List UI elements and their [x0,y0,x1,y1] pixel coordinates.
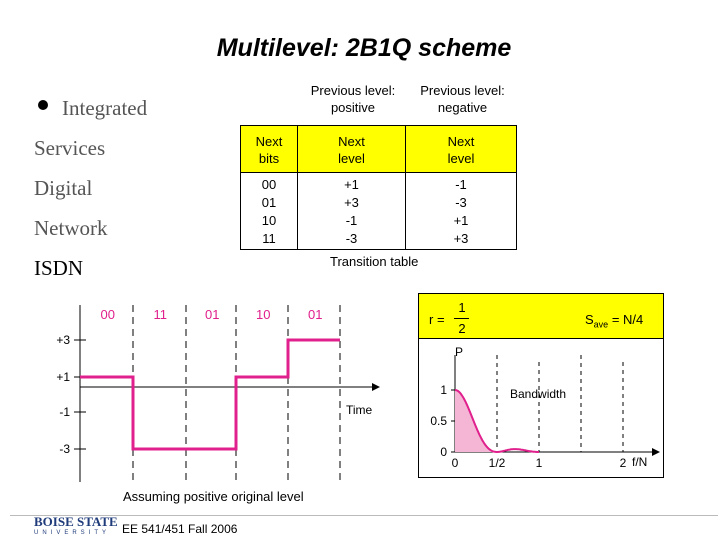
bandwidth-y-tick-label: 0 [440,445,447,459]
level-label: +3 [56,333,70,347]
time-axis-arrow [372,383,380,391]
bit-label: 10 [256,307,270,322]
level-label: +1 [56,370,70,384]
next-level-negative-header: Next level [447,134,475,166]
next-level-positive-header: Next level [338,134,365,166]
bandwidth-fill [455,390,497,452]
table-cell: -1 [455,177,467,192]
bandwidth-x-tick-label: 1/2 [489,456,506,470]
s-value: = N/4 [611,312,644,327]
s-ave-label: Save = N/4 [585,312,643,330]
bandwidth-label: Bandwidth [510,387,566,401]
bit-label: 11 [154,307,168,322]
transition-table: Previous level: positive Previous level:… [240,80,520,270]
bandwidth-y-ticks: 10.50 [430,383,455,459]
r-denominator: 2 [458,321,466,336]
bandwidth-panel: r = 1 2 Save = N/4 [418,293,664,478]
bandwidth-x-tick-label: 2 [620,456,627,470]
p-axis-label: P [455,345,463,359]
footer-rule [10,515,718,516]
table-divider-2 [405,126,406,249]
bit-label: 01 [308,307,322,322]
s-subscript: ave [593,319,609,330]
r-label: r = [429,312,445,327]
negative-column: -1 -3 +1 +3 [406,176,516,248]
f-axis-label: f/N [632,455,647,469]
bandwidth-gridlines [496,355,624,452]
bullet-digital: Digital [34,176,93,200]
table-cell: +3 [344,195,359,210]
table-divider-1 [297,126,298,249]
time-axis-label: Time [346,403,373,417]
table-cell: +1 [453,213,469,228]
r-numerator: 1 [458,300,466,315]
university-logo-subtitle: UNIVERSITY [34,530,111,536]
bandwidth-header [419,294,663,339]
bandwidth-curve [454,389,539,453]
bit-label: 00 [101,307,115,322]
table-cell: -3 [455,195,467,210]
r-fraction-bar [454,318,469,319]
s-symbol: S [585,312,594,327]
table-cell: +1 [344,177,359,192]
level-label: -3 [59,442,70,456]
bandwidth-y-tick-label: 0.5 [430,414,447,428]
table-cell: 11 [262,231,276,246]
bandwidth-y-tick-label: 1 [440,383,447,397]
bullet-network: Network [34,216,108,240]
table-cell: 10 [261,213,277,228]
bits-column: 00 01 10 11 [241,176,297,248]
table-cell: -1 [345,213,358,228]
course-footer: EE 541/451 Fall 2006 [122,522,238,536]
positive-column: +1 +3 -1 -3 [298,176,405,248]
bit-labels: 00 11 01 10 01 [101,307,323,322]
bullet-dot [38,100,48,110]
university-logo: BOISE STATE [34,514,118,529]
bullet-services: Services [34,136,106,160]
transition-table-caption: Transition table [330,254,419,269]
isdn-label: ISDN [34,256,84,280]
bit-label: 01 [205,307,219,322]
level-label: -1 [59,405,70,419]
bandwidth-x-ticks: 0 1/2 1 2 [452,456,627,470]
bandwidth-x-tick-label: 0 [452,456,459,470]
f-axis-arrow [652,448,660,456]
bandwidth-x-tick-label: 1 [536,456,543,470]
prev-level-positive-header: Previous level: positive [310,83,396,115]
table-header-row [241,126,516,173]
slide-title: Multilevel: 2B1Q scheme [216,34,512,62]
prev-level-negative-header: Previous level: negative [420,83,505,115]
table-cell: 01 [261,195,277,210]
table-cell: 00 [261,177,277,192]
next-bits-header: Next bits [255,134,283,166]
2b1q-signal [80,338,340,451]
bullet-integrated: Integrated [62,96,148,120]
table-frame: Next bits Next level Next level 00 01 10… [240,125,517,250]
table-cell: +3 [453,231,469,246]
waveform-caption: Assuming positive original level [123,489,304,504]
table-cell: -3 [345,231,358,246]
